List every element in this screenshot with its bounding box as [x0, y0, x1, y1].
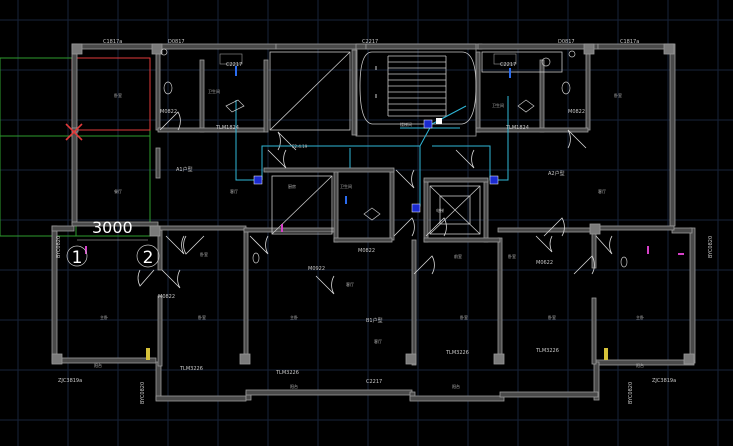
label-door: M0822 — [160, 109, 177, 115]
room-label: 阳台 — [94, 362, 102, 368]
plumbing-fixtures — [85, 48, 684, 360]
label-door: TLM3226 — [445, 350, 469, 356]
room-label: 卧室 — [198, 314, 206, 320]
room-label: 电梯 — [436, 207, 444, 213]
room-label: 餐厅 — [114, 188, 122, 194]
door-swing — [161, 269, 181, 289]
label-bay-window: ZJC3819a — [652, 378, 676, 384]
label-door: D0817 — [558, 39, 575, 45]
room-label: 客厅 — [346, 281, 354, 287]
door-swing — [315, 275, 335, 295]
door-swing — [543, 217, 565, 237]
label-window: C2217 — [500, 62, 516, 68]
highlighted-room-outline — [71, 57, 151, 131]
label-window: C2217 — [362, 39, 378, 45]
room-label: 楼梯间 — [400, 121, 412, 127]
room-label: 卫生间 — [492, 102, 504, 108]
dimension-text: 3000 — [92, 218, 133, 237]
label-bay-window: ZJC3819a — [58, 378, 82, 384]
label-unit: A2户型 — [548, 170, 565, 177]
shafts — [269, 51, 563, 235]
room-label: 卧室 — [200, 251, 208, 257]
marker-1-label: 1 — [72, 248, 83, 268]
door-swing — [567, 129, 587, 149]
room-label: 卫生间 — [340, 183, 352, 189]
marker-2-label: 2 — [143, 248, 154, 268]
label-elevation: E2.4.19 — [292, 144, 308, 149]
room-label: 主卧 — [290, 314, 298, 320]
label-window: C2217 — [366, 379, 382, 385]
label-balcony-window: BYC0820 — [56, 236, 62, 258]
door-swing — [267, 149, 287, 169]
label-unit: B1户型 — [366, 317, 383, 324]
room-label: 卧室 — [614, 92, 622, 98]
room-label: 阳台 — [452, 383, 460, 389]
door-swing — [183, 235, 205, 255]
label-window: C1817a — [103, 39, 122, 45]
label-unit: A1户型 — [176, 166, 193, 173]
room-label: 客厅 — [374, 338, 382, 344]
room-label: 客厅 — [598, 188, 606, 194]
door-swing — [165, 235, 185, 255]
label-door: M0622 — [536, 260, 553, 266]
label-balcony-window: BYC0820 — [140, 382, 146, 404]
room-label: 主卧 — [100, 314, 108, 320]
label-door: TLM3226 — [535, 348, 559, 354]
room-label: 卧室 — [114, 92, 122, 98]
label-window: C1817a — [620, 39, 639, 45]
door-swings — [137, 111, 613, 295]
room-label: 卫生间 — [208, 88, 220, 94]
room-label: 阳台 — [290, 383, 298, 389]
room-label: 前室 — [454, 253, 462, 259]
door-swing — [413, 255, 435, 275]
label-door: M0922 — [308, 266, 325, 272]
room-label: 客厅 — [230, 188, 238, 194]
door-swing — [595, 235, 613, 255]
room-label: 厨房 — [288, 183, 296, 189]
label-door: TLM1824 — [505, 125, 529, 131]
label-door: TLM3226 — [275, 370, 299, 376]
door-swing — [137, 269, 155, 287]
dimension-annotation: 3000 — [77, 218, 148, 241]
label-door: D0817 — [168, 39, 185, 45]
door-swing — [159, 111, 181, 131]
room-label: 卧室 — [508, 253, 516, 259]
label-window: C2217 — [226, 62, 242, 68]
label-balcony-window: BYC0820 — [628, 382, 634, 404]
building-walls — [51, 43, 696, 402]
label-door: TLM1824 — [215, 125, 239, 131]
drawing-labels: C1817a C1817a C2217 C2217 C2217 C2217 D0… — [56, 39, 714, 404]
grid-axis-marker-1: 1 — [66, 245, 88, 268]
door-swing — [393, 217, 415, 237]
door-swing — [455, 149, 475, 169]
room-label: 阳台 — [636, 362, 644, 368]
room-label: 卧室 — [460, 314, 468, 320]
selection-cross-marker — [65, 123, 83, 141]
door-swing — [535, 235, 553, 253]
label-door: TLM3226 — [179, 366, 203, 372]
water-pipes — [235, 96, 509, 207]
door-swing — [573, 255, 595, 275]
room-label: 卧室 — [548, 314, 556, 320]
door-swing — [425, 217, 447, 237]
label-door: M0822 — [358, 248, 375, 254]
door-swing — [277, 131, 297, 151]
room-label: 主卧 — [636, 314, 644, 320]
grid-axis-marker-2: 2 — [136, 244, 160, 268]
stair-core — [355, 43, 477, 137]
label-balcony-window: BYC0820 — [708, 236, 714, 258]
label-door: M0822 — [568, 109, 585, 115]
label-door: M0822 — [158, 294, 175, 300]
door-swing — [395, 169, 415, 189]
door-swing — [249, 235, 269, 255]
